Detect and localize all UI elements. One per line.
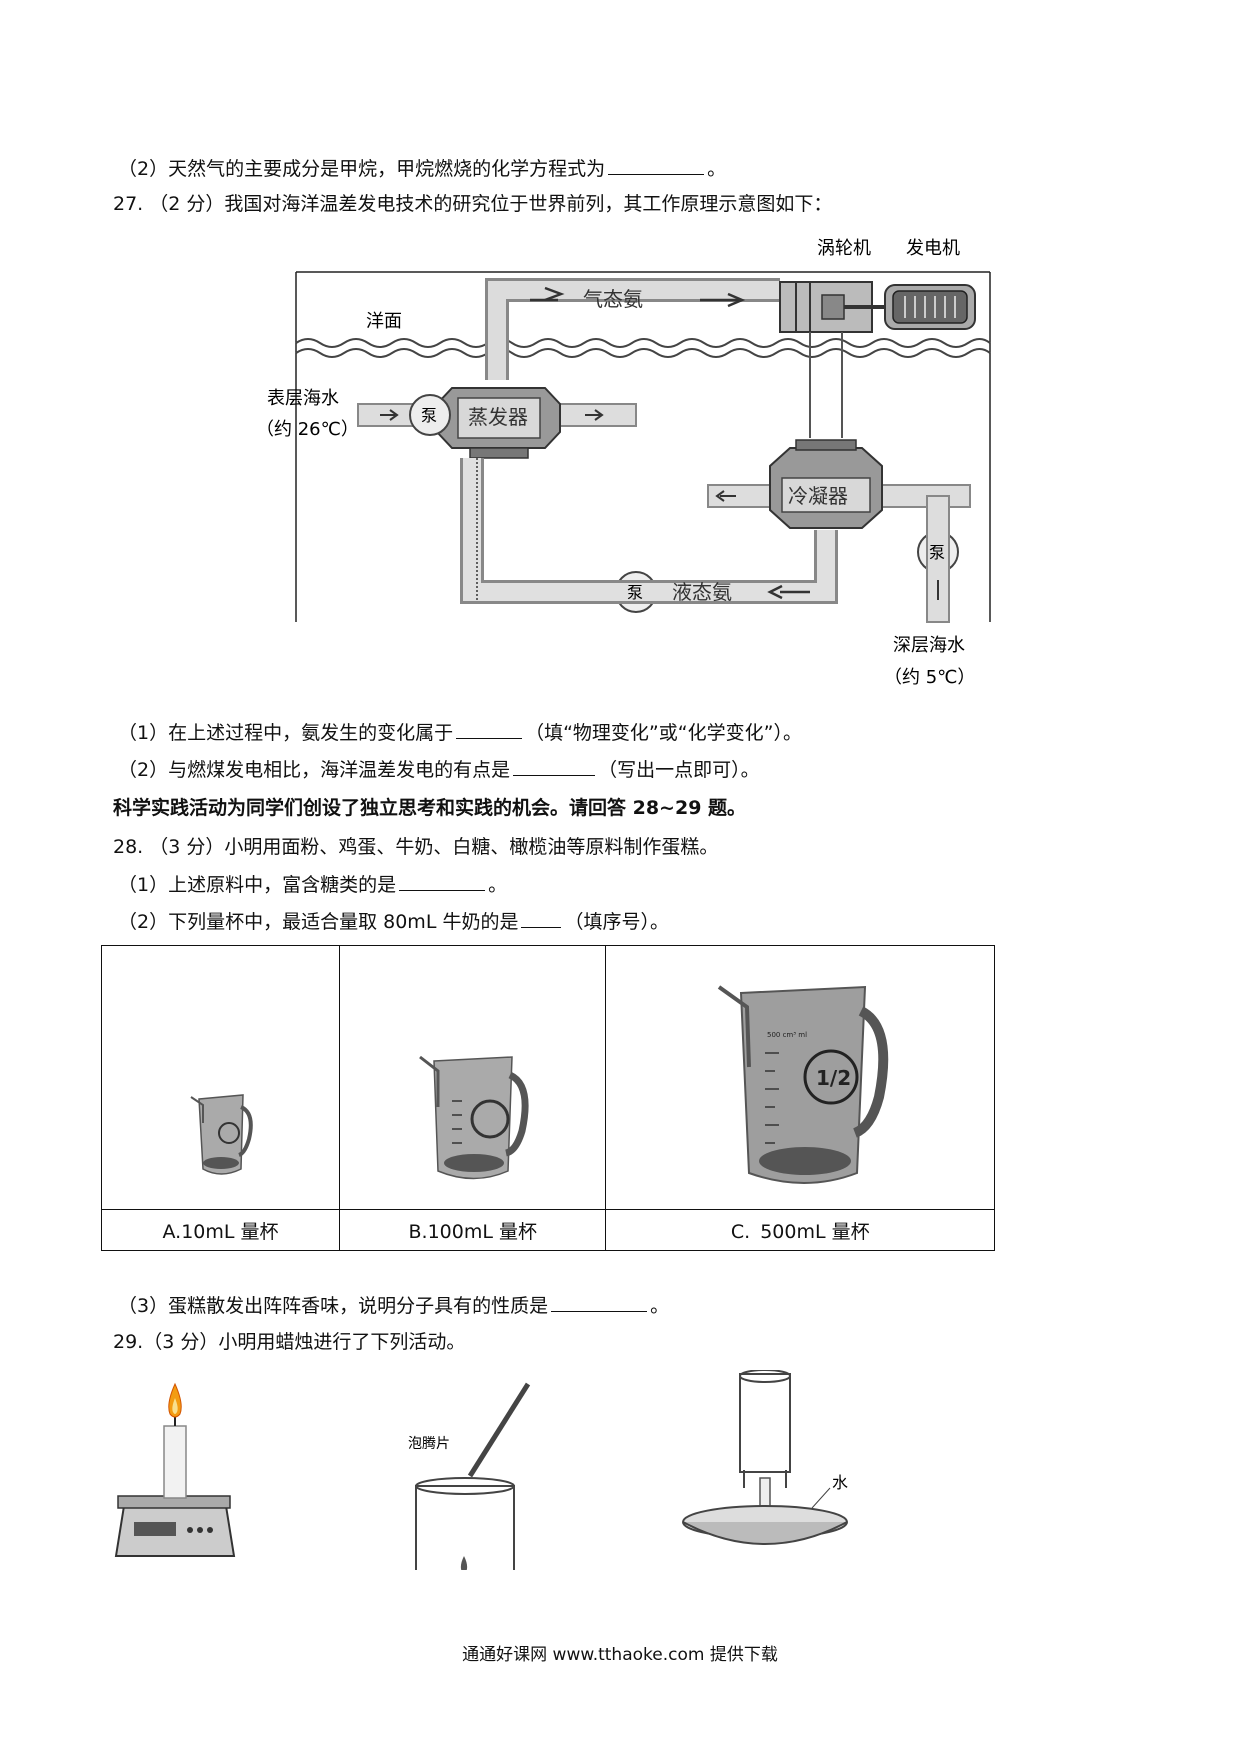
- q27-part1-text: （1）在上述过程中，氨发生的变化属于: [118, 722, 454, 744]
- q28-part2: （2）下列量杯中，最适合量取 80mL 牛奶的是 （填序号）。: [118, 909, 669, 934]
- q28-stem: 28. （3 分）小明用面粉、鸡蛋、牛奶、白糖、橄榄油等原料制作蛋糕。: [113, 836, 719, 858]
- gas-ammonia-label: 气态氨: [583, 287, 643, 311]
- q27-part2: （2）与燃煤发电相比，海洋温差发电的有点是 （写出一点即可）。: [118, 757, 760, 782]
- deep-temp-label: （约 5℃）: [884, 667, 975, 688]
- cup-a-caption: A.10mL 量杯: [100, 1209, 341, 1251]
- page-footer: 通通好课网 www.tthaoke.com 提供下载: [462, 1645, 778, 1665]
- section-intro: 科学实践活动为同学们创设了独立思考和实践的机会。请回答 28~29 题。: [113, 797, 747, 819]
- cup-a-letter: A.: [162, 1220, 182, 1243]
- cup-a-label: 10mL 量杯: [181, 1220, 279, 1243]
- measuring-cup-table: 1/2 500 cm³ ml A.10mL 量杯 B.100mL 量杯 C. 50…: [100, 945, 995, 1251]
- q26-part2-suffix: 。: [707, 158, 727, 180]
- answer-blank[interactable]: [608, 156, 705, 175]
- candle-in-water-glass: 泡腾片 水: [408, 1382, 531, 1570]
- cup-c-top-mark: 500 cm³ ml: [767, 1031, 807, 1039]
- measuring-cup-small: [189, 1094, 253, 1175]
- answer-blank[interactable]: [456, 720, 523, 739]
- q28-part3-text: （3）蛋糕散发出阵阵香味，说明分子具有的性质是: [118, 1295, 549, 1317]
- deep-water-label: 深层海水: [893, 635, 965, 656]
- q27-stem: 27. （2 分）我国对海洋温差发电技术的研究位于世界前列，其工作原理示意图如下…: [113, 193, 833, 215]
- cup-a-cell[interactable]: [100, 945, 341, 1210]
- pump-label-2: 泵: [627, 583, 643, 602]
- surface-water-label: 表层海水: [267, 388, 339, 409]
- answer-blank[interactable]: [551, 1293, 648, 1312]
- q27-part2-text: （2）与燃煤发电相比，海洋温差发电的有点是: [118, 759, 511, 781]
- pump-label-1: 泵: [421, 406, 437, 425]
- cup-c-letter: C.: [730, 1220, 751, 1243]
- answer-blank[interactable]: [399, 872, 486, 891]
- candle-experiments-figure: 泡腾片 水 水: [114, 1370, 848, 1570]
- cup-c-half-mark: 1/2: [816, 1066, 851, 1090]
- q28-part1-text: （1）上述原料中，富含糖类的是: [118, 874, 397, 896]
- q27-part1: （1）在上述过程中，氨发生的变化属于 （填“物理变化”或“化学变化”）。: [118, 720, 802, 745]
- q28-part3-suffix: 。: [650, 1295, 670, 1317]
- q26-part2-text: （2）天然气的主要成分是甲烷，甲烷燃烧的化学方程式为: [118, 158, 606, 180]
- ocean-thermal-diagram: 涡轮机 发电机 洋面 气态氨 表层海水 （约 26℃） 泵 蒸发器 冷凝器 泵 …: [256, 238, 991, 688]
- turbine-label: 涡轮机: [817, 238, 871, 259]
- answer-blank[interactable]: [521, 909, 562, 928]
- generator-label: 发电机: [906, 238, 960, 259]
- cup-c-label: 500mL 量杯: [760, 1220, 870, 1243]
- cup-b-label: 100mL 量杯: [427, 1220, 537, 1243]
- pump-label-3: 泵: [929, 543, 945, 562]
- q29-stem: 29.（3 分）小明用蜡烛进行了下列活动。: [113, 1331, 466, 1353]
- answer-blank[interactable]: [513, 757, 596, 776]
- q27-part1-suffix: （填“物理变化”或“化学变化”）。: [525, 722, 802, 744]
- surface-temp-label: （约 26℃）: [256, 419, 359, 440]
- q28-part1-suffix: 。: [488, 874, 508, 896]
- water-label-2: 水: [832, 1473, 848, 1492]
- cup-c-caption: C. 500mL 量杯: [605, 1209, 995, 1251]
- q28-part1: （1）上述原料中，富含糖类的是 。: [118, 872, 507, 897]
- candle-on-scale: [114, 1382, 236, 1557]
- cup-b-cell[interactable]: [339, 945, 607, 1210]
- q26-part2: （2）天然气的主要成分是甲烷，甲烷燃烧的化学方程式为 。: [118, 156, 726, 181]
- foam-tablet-label: 泡腾片: [408, 1435, 450, 1452]
- cup-b-caption: B.100mL 量杯: [339, 1209, 607, 1251]
- q28-part2-text: （2）下列量杯中，最适合量取 80mL 牛奶的是: [118, 911, 519, 933]
- q28-part2-suffix: （填序号）。: [564, 911, 669, 933]
- condenser-label: 冷凝器: [788, 484, 848, 508]
- measuring-cup-large: 1/2 500 cm³ ml: [718, 985, 889, 1184]
- sea-surface-label: 洋面: [366, 311, 402, 332]
- q27-part2-suffix: （写出一点即可）。: [598, 759, 760, 781]
- cup-c-cell[interactable]: 1/2 500 cm³ ml: [605, 945, 995, 1210]
- evaporator-label: 蒸发器: [468, 405, 528, 429]
- liquid-ammonia-label: 液态氨: [672, 580, 732, 604]
- measuring-cup-medium: [418, 1055, 529, 1180]
- cup-b-letter: B.: [408, 1220, 428, 1243]
- q28-part3: （3）蛋糕散发出阵阵香味，说明分子具有的性质是 。: [118, 1293, 669, 1318]
- candle-in-dish-cylinder: 水: [682, 1370, 848, 1545]
